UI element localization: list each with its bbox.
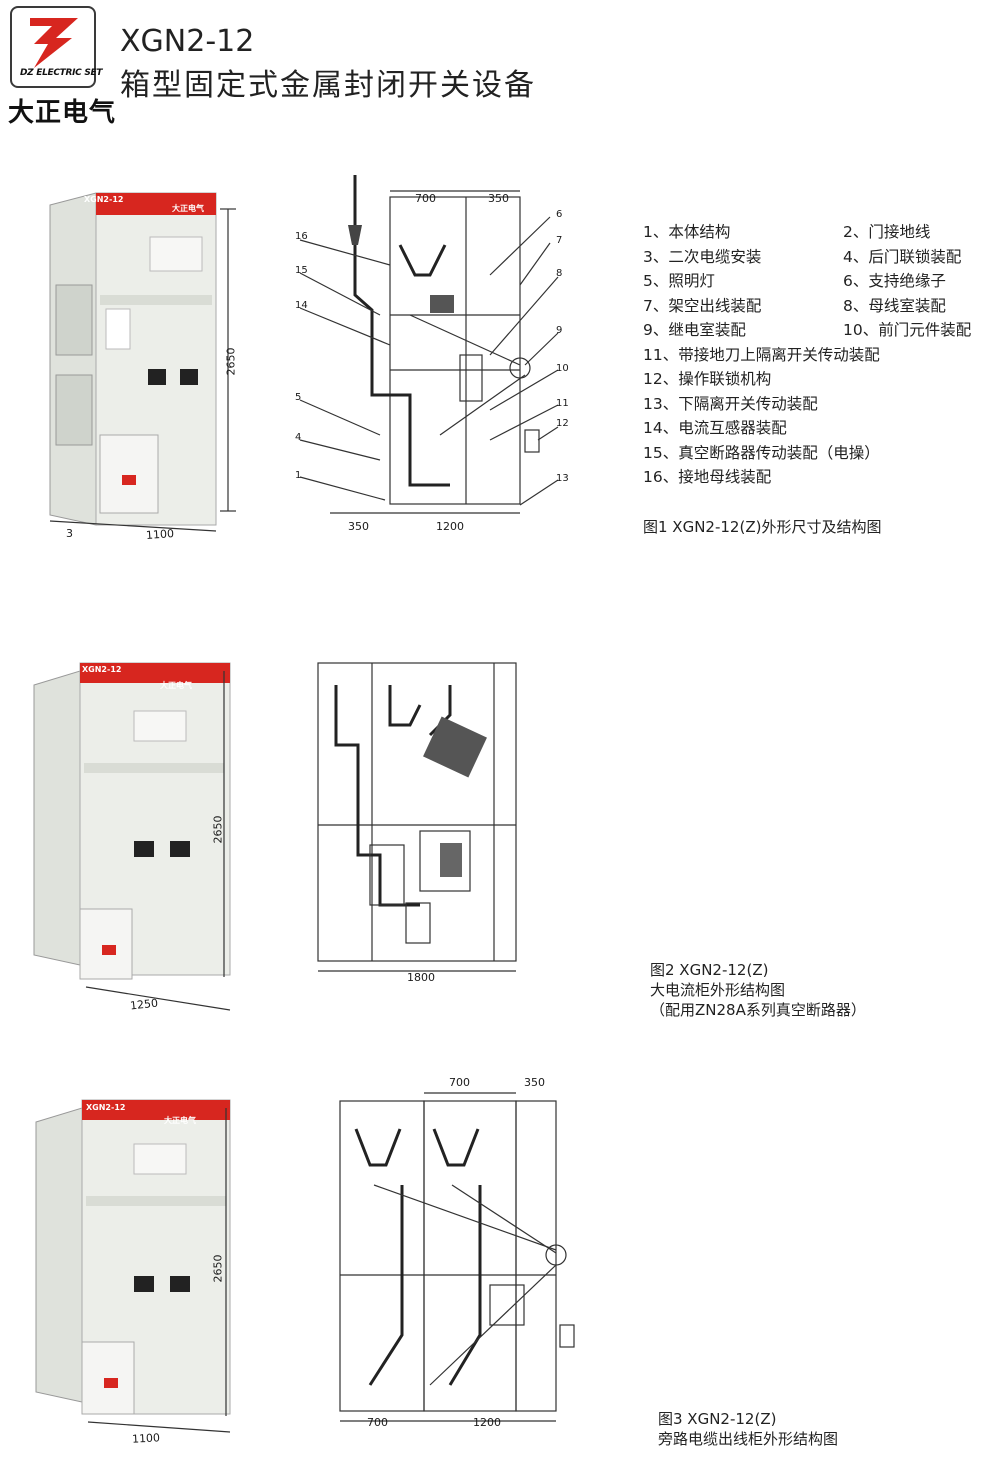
dim-top-left-3: 700 <box>449 1076 470 1089</box>
callout-16: 13 <box>556 473 569 484</box>
structure-diagram-3 <box>339 1092 575 1422</box>
callout-lines <box>299 216 559 506</box>
callout-13: 10 <box>556 363 569 374</box>
dim-height-3: 2650 <box>211 1254 225 1283</box>
list-item: 15、真空断路器传动装配（电操） <box>643 443 880 462</box>
cabinet-label-3: XGN2-12 <box>86 1103 126 1112</box>
dim-height-1: 2650 <box>224 347 238 376</box>
parts-list: 1、本体结构 2、门接地线 3、二次电缆安装 4、后门联锁装配 5、照明灯 6、支持绝… <box>643 220 998 490</box>
figure2-caption-line: 图2 XGN2-12(Z) <box>650 961 769 979</box>
list-item: 9、继电室装配 <box>643 321 746 339</box>
list-item: 5、照明灯 <box>643 272 715 290</box>
list-item: 3、二次电缆安装 <box>643 247 762 266</box>
dim-bottom-2: 1800 <box>407 971 435 984</box>
list-item: 6、支持绝缘子 <box>843 272 946 290</box>
brand-name: 大正电气 <box>8 98 117 128</box>
figure2-caption-line: （配用ZN28A系列真空断路器） <box>650 1001 866 1019</box>
cabinet-label: XGN2-12 <box>84 195 124 204</box>
callout-14: 11 <box>556 398 569 409</box>
callout-15: 12 <box>556 418 569 429</box>
dim-height-2: 2650 <box>211 815 225 844</box>
figure2-caption: 图2 XGN2-12(Z) 大电流柜外形结构图 （配用ZN28A系列真空断路器） <box>650 960 866 1020</box>
structure-diagram-1 <box>299 175 559 514</box>
logo-wordmark: DZ ELECTRIC SET <box>20 68 103 78</box>
callout-8: 16 <box>295 231 308 242</box>
cabinet-photo-2 <box>33 662 231 1011</box>
cabinet-brand-label: 大正电气 <box>172 204 204 213</box>
list-item: 1、本体结构 <box>643 223 731 241</box>
callout-7: 15 <box>295 265 308 276</box>
figure3-caption-line: 旁路电缆出线柜外形结构图 <box>658 1430 839 1448</box>
cabinet-brand-label-2: 大正电气 <box>160 681 192 690</box>
figure3-caption-line: 图3 XGN2-12(Z) <box>658 1410 777 1428</box>
callout-12: 9 <box>556 325 563 336</box>
list-item: 14、电流互感器装配 <box>643 419 787 437</box>
callout-1: 1 <box>295 470 302 481</box>
list-item: 11、带接地刀上隔离开关传动装配 <box>643 345 880 364</box>
callout-4: 4 <box>295 432 302 443</box>
logo-frame <box>10 6 96 88</box>
product-model: XGN2-12 <box>120 24 255 59</box>
dim-bottom-left-3: 700 <box>367 1416 388 1429</box>
figure3-caption: 图3 XGN2-12(Z) 旁路电缆出线柜外形结构图 <box>658 1409 838 1449</box>
list-item: 8、母线室装配 <box>843 296 946 315</box>
dim-top-right-3: 350 <box>524 1076 545 1089</box>
cabinet-photo-1 <box>49 192 236 532</box>
list-item: 10、前门元件装配 <box>843 321 972 339</box>
callout-9: 6 <box>556 209 563 220</box>
dim-bottom-right-1: 1200 <box>436 520 464 533</box>
figure1-caption: 图1 XGN2-12(Z)外形尺寸及结构图 <box>643 518 882 536</box>
cabinet-label-2: XGN2-12 <box>82 665 122 674</box>
cabinet-photo-3 <box>35 1099 231 1433</box>
dim-bottom-right-3: 1200 <box>473 1416 501 1429</box>
callout-10: 7 <box>556 235 563 246</box>
marker-3: 3 <box>66 527 73 540</box>
dim-bottom-left-1: 350 <box>348 520 369 533</box>
list-item: 12、操作联锁机构 <box>643 370 772 388</box>
dim-width-1: 1100 <box>145 527 175 542</box>
figure2-caption-line: 大电流柜外形结构图 <box>650 981 786 999</box>
dim-top-right-1: 350 <box>488 192 509 205</box>
lightning-logo-icon <box>30 18 78 68</box>
callout-5: 5 <box>295 392 302 403</box>
list-item: 16、接地母线装配 <box>643 468 772 486</box>
dim-width-3: 1100 <box>131 1431 161 1446</box>
callout-6: 14 <box>295 300 308 311</box>
structure-diagram-2 <box>317 662 517 972</box>
product-title: 箱型固定式金属封闭开关设备 <box>120 68 536 103</box>
cabinet-brand-label-3: 大正电气 <box>164 1116 196 1125</box>
list-item: 2、门接地线 <box>843 223 931 241</box>
callout-11: 8 <box>556 268 563 279</box>
list-item: 4、后门联锁装配 <box>843 247 962 266</box>
list-item: 13、下隔离开关传动装配 <box>643 394 818 413</box>
dim-top-left-1: 700 <box>415 192 436 205</box>
list-item: 7、架空出线装配 <box>643 296 762 315</box>
